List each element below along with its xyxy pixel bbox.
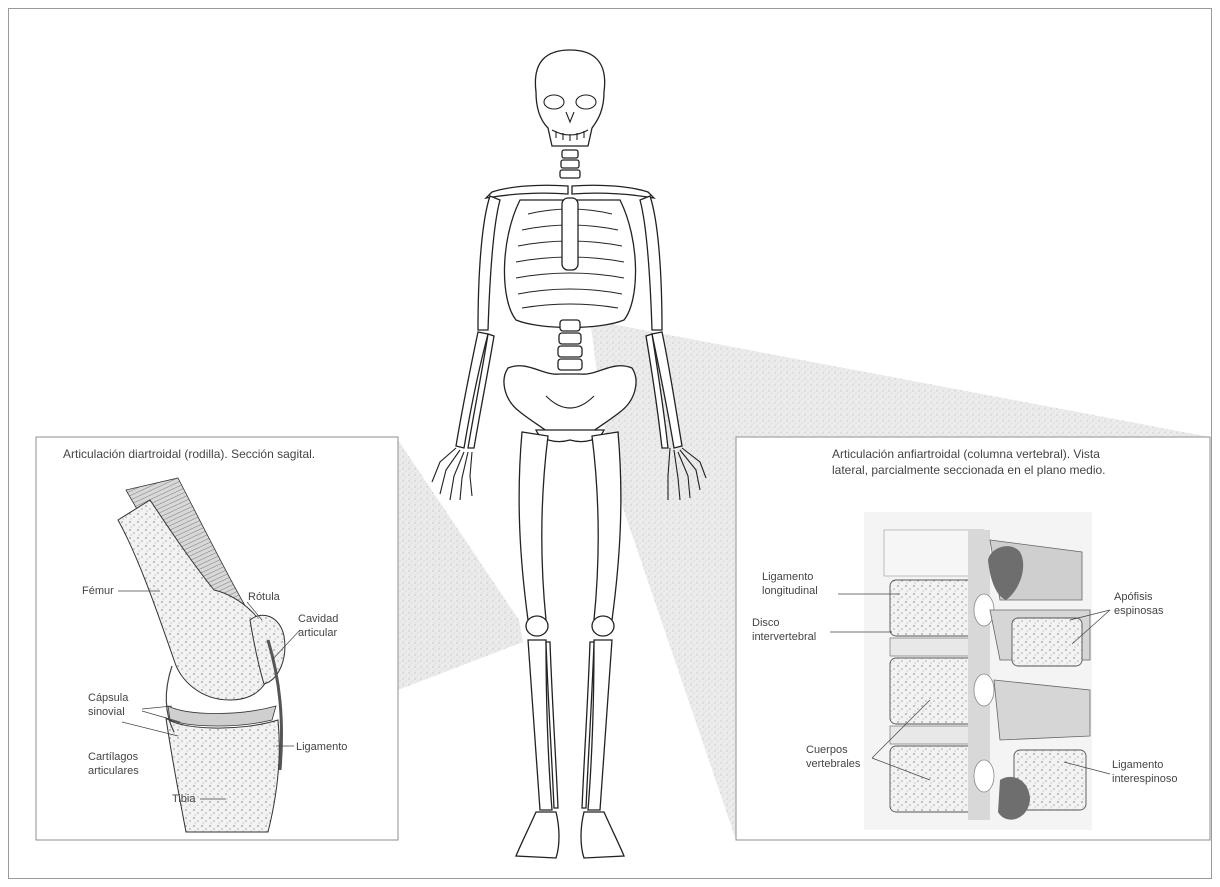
label-capsula-2: sinovial (88, 706, 125, 718)
label-cartilagos-2: articulares (88, 765, 139, 777)
label-rotula: Rótula (248, 591, 281, 603)
label-apofisis-2: espinosas (1114, 605, 1164, 617)
label-cartilagos-1: Cartílagos (88, 751, 139, 763)
spine-caption-line1: Articulación anfiartroidal (columna vert… (832, 447, 1100, 461)
label-disco-2: intervertebral (752, 631, 816, 643)
label-disco-1: Disco (752, 617, 780, 629)
label-tibia: Tibia (172, 793, 196, 805)
label-cavidad-2: articular (298, 627, 337, 639)
label-cuerpos-1: Cuerpos (806, 744, 848, 756)
label-cavidad-1: Cavidad (298, 613, 338, 625)
knee-caption: Articulación diartroidal (rodilla). Secc… (63, 447, 315, 461)
label-lig-long-1: Ligamento (762, 571, 813, 583)
knee-callout-wedge (398, 440, 523, 690)
label-femur: Fémur (82, 585, 114, 597)
label-lig-inter-2: interespinoso (1112, 773, 1177, 785)
label-lig-long-2: longitudinal (762, 585, 818, 597)
label-ligamento: Ligamento (296, 741, 347, 753)
spine-caption-line2: lateral, parcialmente seccionada en el p… (832, 463, 1106, 477)
label-cuerpos-2: vertebrales (806, 758, 861, 770)
spine-illustration (864, 512, 1092, 830)
label-lig-inter-1: Ligamento (1112, 759, 1163, 771)
label-apofisis-1: Apófisis (1114, 591, 1153, 603)
label-capsula-1: Cápsula (88, 692, 129, 704)
